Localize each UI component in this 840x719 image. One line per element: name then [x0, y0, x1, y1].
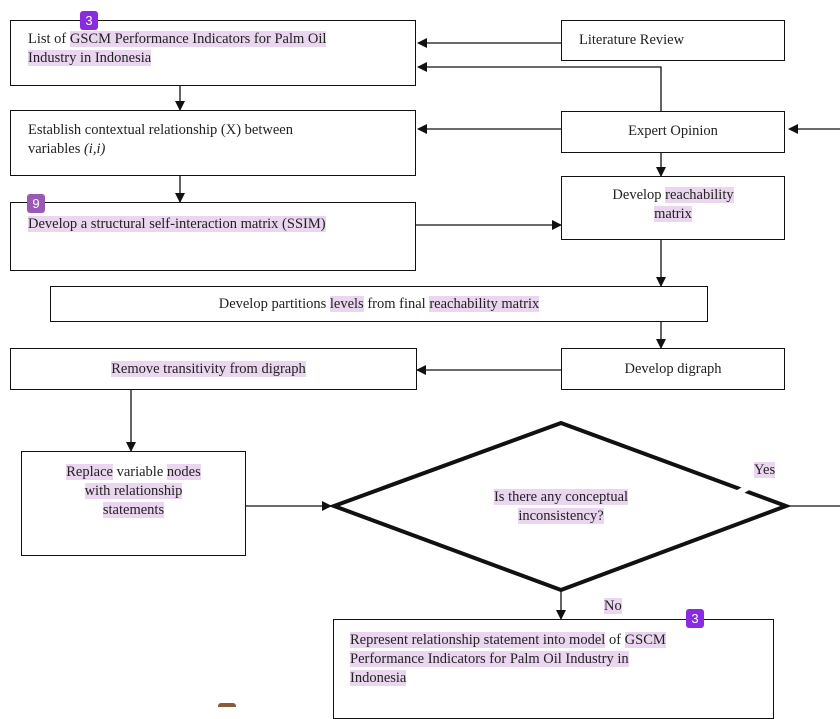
node-literature-review-text: Literature Review [579, 32, 685, 48]
node-replace-variable-text: Replace variable nodes with relationship… [66, 464, 201, 518]
annotation-badge: 3 [80, 11, 98, 30]
decision-diamond [328, 420, 792, 593]
decision-text: Is there any conceptual inconsistency? [493, 489, 629, 524]
node-develop-ssim [10, 202, 416, 271]
node-represent-relationship-text: Represent relationship statement into mo… [350, 632, 666, 686]
edge-expert-to-list [417, 62, 662, 111]
node-develop-digraph [561, 348, 785, 390]
node-remove-transitivity-text: Remove transitivity from digraph [111, 361, 306, 377]
partial-marker [218, 703, 236, 707]
node-establish [10, 110, 416, 176]
node-literature-review [561, 20, 785, 61]
diamond-gap [736, 482, 754, 496]
node-expert-opinion [561, 111, 785, 153]
annotation-badge: 9 [27, 194, 45, 213]
edge-label-no: No [604, 598, 622, 614]
node-list-indicators-text: List of GSCM Performance Indicators for … [28, 31, 327, 66]
node-develop-digraph-text: Develop digraph [624, 361, 722, 377]
node-establish-text: Establish contextual relationship (X) be… [28, 122, 293, 157]
node-develop-ssim-text: Develop a structural self-interaction ma… [28, 216, 326, 232]
node-develop-partitions [50, 286, 708, 322]
node-expert-opinion-text: Expert Opinion [628, 123, 718, 139]
annotation-badge: 3 [686, 609, 704, 628]
node-develop-reachability-text: Develop reachability matrix [612, 187, 734, 222]
node-develop-partitions-text: Develop partitions levels from final rea… [218, 296, 540, 312]
edge-label-yes: Yes [754, 462, 776, 478]
